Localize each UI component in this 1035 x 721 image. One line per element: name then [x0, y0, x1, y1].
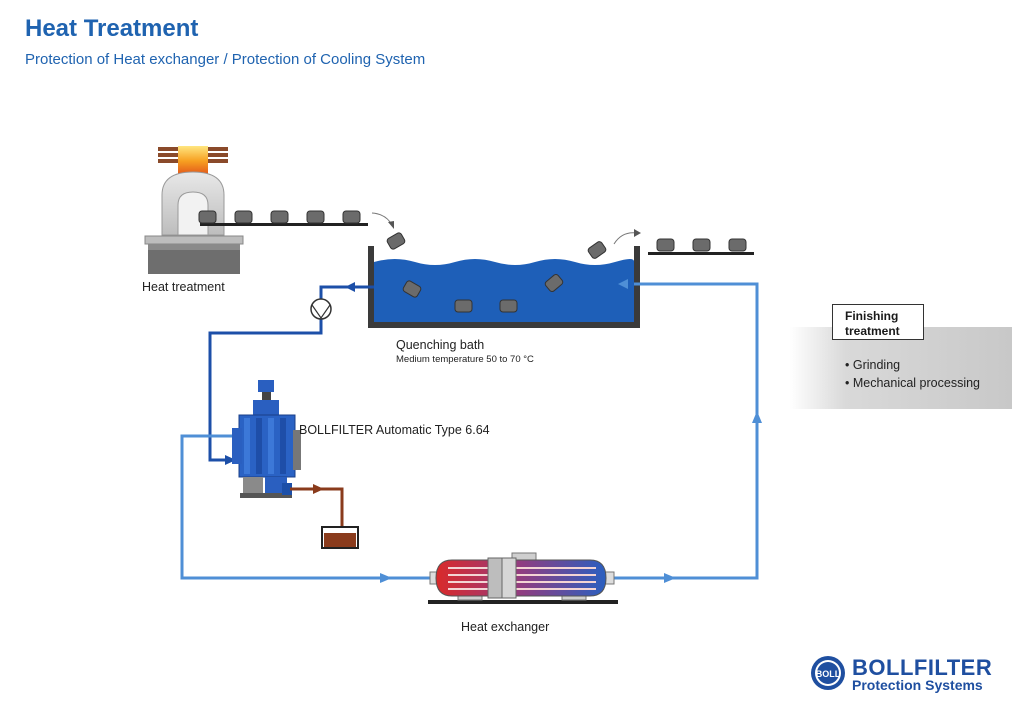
label-heat-treatment: Heat treatment: [142, 280, 225, 294]
return-pipes: [180, 282, 759, 580]
label-bollfilter: BOLLFILTER Automatic Type 6.64: [299, 423, 490, 437]
quenching-bath: [368, 232, 640, 328]
arrow-to-hx: [380, 573, 392, 583]
page-title: Heat Treatment: [25, 15, 199, 42]
arrow-into-bath-right: [618, 279, 628, 289]
label-heat-exchanger: Heat exchanger: [461, 620, 550, 634]
logo-tagline: Protection Systems: [852, 677, 983, 693]
label-quenching-bath: Quenching bath: [396, 338, 485, 352]
finishing-title-line1: Finishing: [845, 309, 899, 323]
bollfilter-logo-emblem: BOLL: [811, 656, 845, 690]
conveyor-right: [613, 229, 754, 255]
finishing-item-mechanical: • Mechanical processing: [845, 376, 980, 390]
finishing-title-line2: treatment: [845, 324, 900, 338]
arrow-up: [752, 411, 762, 423]
finishing-treatment-box: Finishing treatment: [832, 304, 924, 340]
sludge-line: [290, 484, 359, 549]
furnace: [144, 146, 244, 274]
logo-brand: BOLLFILTER: [852, 655, 993, 680]
heat-exchanger: [428, 552, 618, 604]
pump: [310, 298, 332, 320]
label-quenching-temp: Medium temperature 50 to 70 °C: [396, 354, 534, 365]
conveyor-left: [198, 210, 394, 229]
arrow-into-bath: [345, 282, 355, 292]
arrow-from-hx: [664, 573, 676, 583]
finishing-list: • Grinding • Mechanical processing: [845, 356, 980, 392]
bollfilter-unit: [232, 380, 301, 498]
arrow-to-filter: [225, 455, 236, 465]
page-subtitle: Protection of Heat exchanger / Protectio…: [25, 51, 426, 68]
finishing-panel: [790, 327, 1012, 409]
finishing-item-grinding: • Grinding: [845, 358, 901, 372]
supply-pipes: [208, 285, 374, 462]
logo-emblem-text: BOLL: [816, 669, 841, 679]
